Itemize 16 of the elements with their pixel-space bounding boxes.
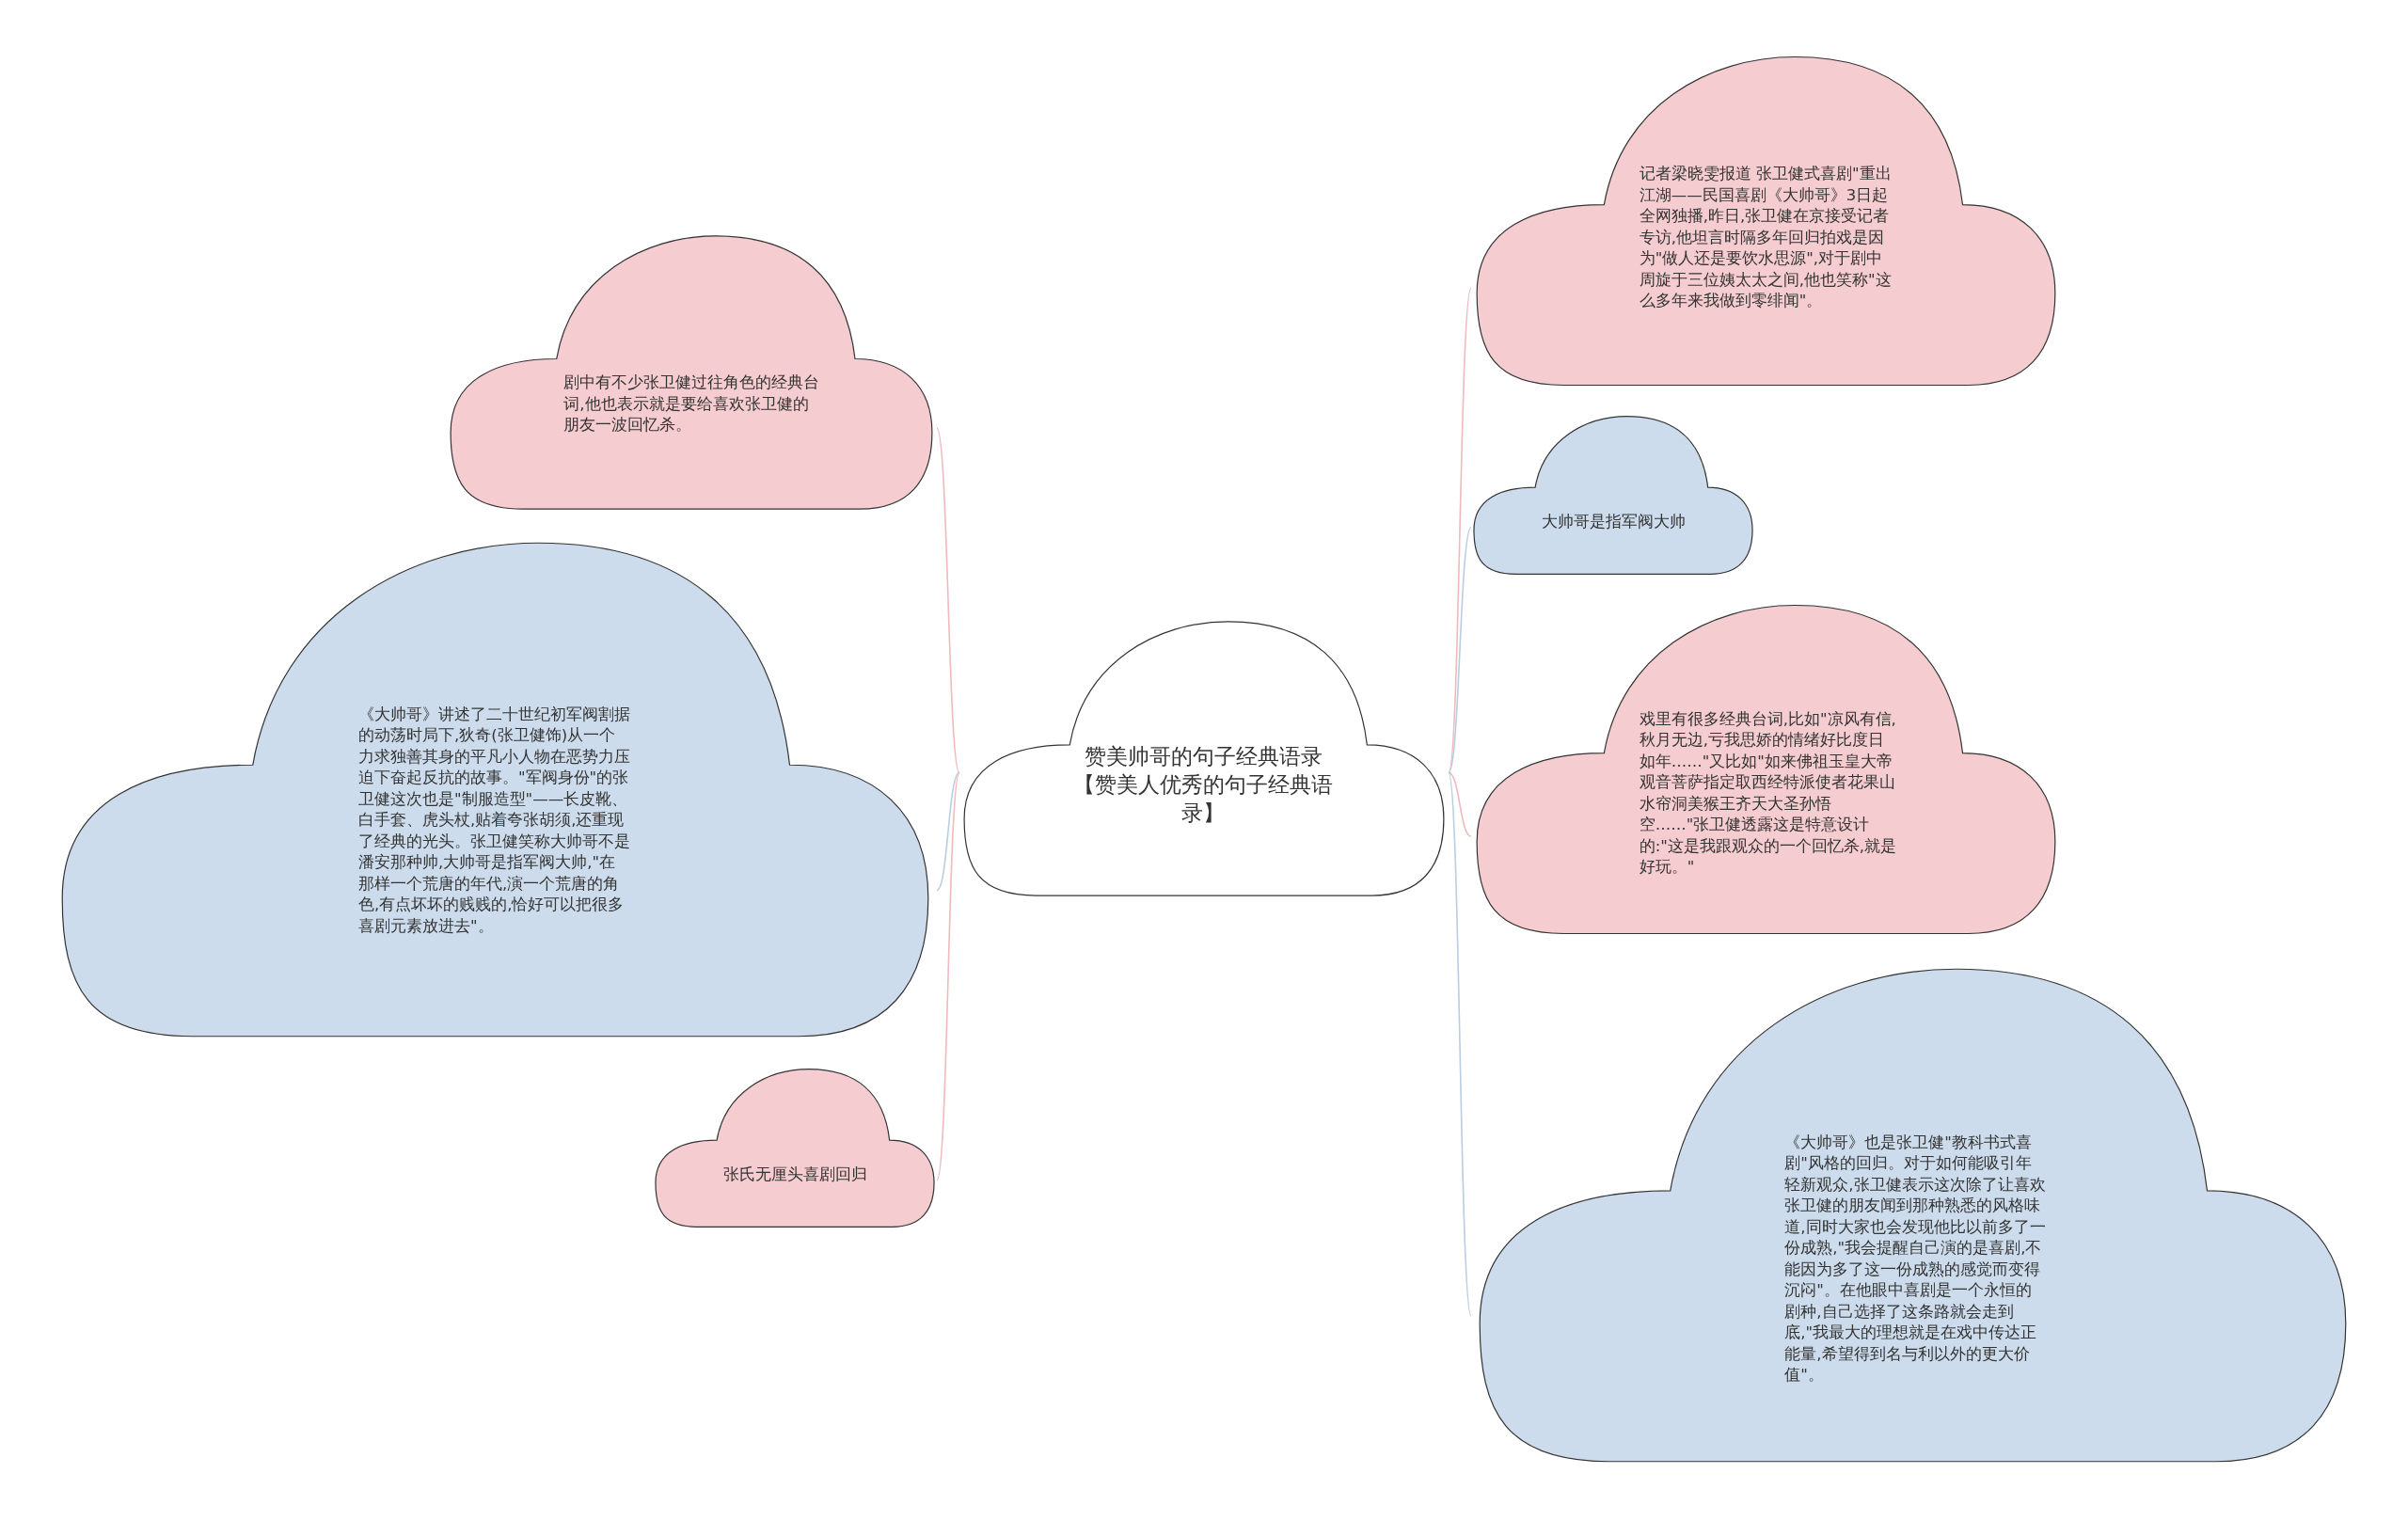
cloud-node xyxy=(1471,415,1755,576)
node-text: 戏里有很多经典台词,比如"凉风有信,秋月无边,亏我思娇的情绪好比度日如年……"又比如"如来佛祖玉皇大帝观音菩萨指定取西经特派使者花果山水帘洞美猴王齐天大圣孙悟空……"张卫健透露这是特意设计的:"这是我跟观众的一个回忆杀,就是好玩。" xyxy=(1639,708,1898,879)
node-text: 赞美帅哥的句子经典语录【赞美人优秀的句子经典语录】 xyxy=(1072,742,1335,827)
connector-line xyxy=(1448,771,1472,837)
connector-line xyxy=(1448,526,1472,774)
node-text: 《大帅哥》也是张卫健"教科书式喜剧"风格的回归。对于如何能吸引年轻新观众,张卫健表示这次除了让喜欢张卫健的朋友闻到那种熟悉的风格味道,同时大家也会发现他比以前多了一份成熟,"我会提醒自己演的是喜剧,不能因为多了这一份成熟的感觉而变得沉闷"。在他眼中喜剧是一个永恒的剧种,自己选择了这条路就会走到底,"我最大的理想就是在戏中传达正能量,希望得到名与利以外的更大价值"。 xyxy=(1784,1132,2047,1386)
node-text: 《大帅哥》讲述了二十世纪初军阀割据的动荡时局下,狄奇(张卫健饰)从一个力求独善其身的平凡小人物在恶势力压迫下奋起反抗的故事。"军阀身份"的张卫健这次也是"制服造型"——长皮靴、白手套、虎头杖,贴着夸张胡须,还重现了经典的光头。张卫健笑称大帅哥不是潘安那种帅,大帅哥是指军阀大帅,"在那样一个荒唐的年代,演一个荒唐的角色,有点坏坏的贱贱的,恰好可以把很多喜剧元素放进去"。 xyxy=(357,704,631,937)
node-text: 大帅哥是指军阀大帅 xyxy=(1540,511,1687,532)
connector-line xyxy=(936,771,960,892)
cloud-node xyxy=(653,1068,937,1228)
node-text: 张氏无厘头喜剧回归 xyxy=(721,1164,868,1185)
connector-line xyxy=(936,771,960,1181)
connector-line xyxy=(1448,771,1472,1317)
node-text: 记者梁晓雯报道 张卫健式喜剧"重出江湖——民国喜剧《大帅哥》3日起全网独播,昨日,张卫健在京接受记者专访,他坦言时隔多年回归拍戏是因为"做人还是要饮水思源",对于剧中周旋于三位姨太太之间,他也笑称"这么多年来我做到零绯闻"。 xyxy=(1639,164,1893,312)
connector-line xyxy=(936,427,960,774)
node-text: 剧中有不少张卫健过往角色的经典台词,他也表示就是要给喜欢张卫健的朋友一波回忆杀。 xyxy=(563,372,821,436)
